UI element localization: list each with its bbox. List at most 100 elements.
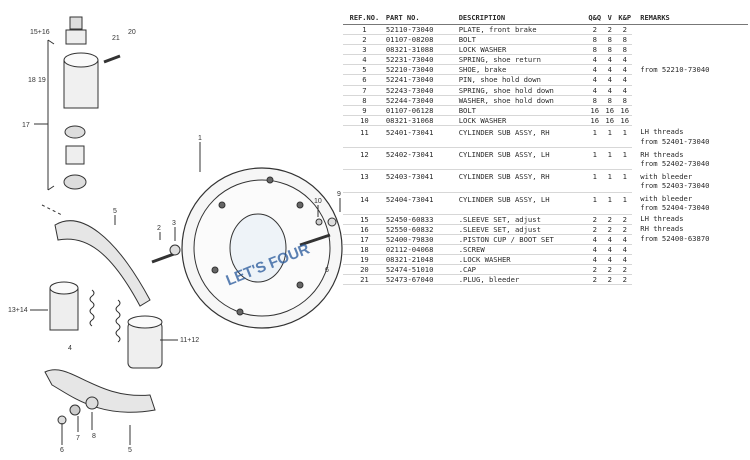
qty-cell: 4 [587, 85, 603, 96]
return-spring [89, 289, 95, 327]
v-cell: 16 [602, 105, 618, 116]
qty-cell: 1 [587, 125, 603, 149]
callout-5: 5 [113, 208, 117, 215]
description-cell: CYLINDER SUB ASSY, RH [458, 125, 588, 149]
part-number-cell: 52450-60833 [385, 214, 459, 225]
kp-cell: 4 [617, 74, 633, 86]
kp-cell: 8 [617, 95, 633, 106]
part-number-cell: 52550-60832 [385, 224, 459, 235]
ref-cell: 15 [343, 214, 386, 225]
qty-cell: 4 [587, 254, 603, 266]
remark-line: from 52403-73040 [640, 180, 710, 190]
callout-8: 8 [92, 433, 96, 440]
qty-cell: 1 [587, 169, 603, 193]
kp-cell: 1 [617, 147, 633, 171]
description-cell: .CAP [458, 264, 588, 276]
ref-cell: 13 [343, 169, 386, 193]
qty-cell: 4 [587, 74, 603, 86]
ref-cell: 6 [343, 74, 386, 86]
remark-line: RH threads [640, 224, 684, 234]
description-cell: .PISTON CUP / BOOT SET [458, 234, 588, 245]
remark-line: with bleeder [640, 194, 693, 203]
ref-cell: 3 [343, 44, 386, 56]
part-number-cell: 52400-79830 [385, 234, 459, 245]
v-cell: 4 [602, 85, 618, 96]
callout-2: 2 [157, 225, 161, 232]
exploded-parts-diagram: 15+16 21 20 18 19 17 1 5 2 3 10 9 6 13+1… [0, 0, 350, 460]
ref-cell: 7 [343, 85, 386, 96]
v-cell: 1 [602, 147, 618, 171]
qty-cell: 8 [587, 95, 603, 106]
ref-cell: 21 [343, 274, 386, 286]
part-number-cell: 01107-08208 [385, 34, 459, 46]
remarks-cell: from 52210-73040 [632, 65, 748, 75]
callout-15-16: 15+16 [30, 29, 50, 36]
ref-cell: 5 [343, 64, 386, 76]
qty-cell: 8 [587, 34, 603, 46]
remark-line: RH threads [640, 149, 684, 159]
v-cell: 2 [602, 224, 618, 235]
remarks-cell [632, 244, 748, 254]
header-part: PART NO. [385, 14, 459, 25]
callout-4: 4 [68, 345, 72, 352]
kp-cell: 16 [617, 105, 633, 116]
kp-cell: 4 [617, 64, 633, 76]
v-cell: 4 [602, 254, 618, 266]
kp-cell: 8 [617, 34, 633, 46]
kp-cell: 16 [617, 115, 633, 126]
part-number-cell: 52401-73041 [385, 125, 459, 149]
callout-7: 7 [76, 435, 80, 442]
callout-18: 18 [28, 77, 36, 84]
v-cell: 8 [602, 95, 618, 106]
remarks-cell: from 52400-63870 [632, 234, 748, 244]
remarks-cell [632, 115, 748, 125]
ref-cell: 18 [343, 244, 386, 256]
part-number-cell: 52241-73040 [385, 74, 459, 86]
qty-cell: 1 [587, 192, 603, 215]
ref-cell: 17 [343, 234, 386, 245]
table-header: REF.NO. PART NO. DESCRIPTION Q&Q V K&P R… [343, 14, 748, 25]
header-description: DESCRIPTION [458, 14, 588, 25]
adjust-sleeve-part [69, 16, 83, 30]
v-cell: 1 [602, 125, 618, 149]
adjust-sleeve-body [65, 29, 87, 45]
v-cell: 16 [602, 115, 618, 126]
part-number-cell: 52231-73040 [385, 54, 459, 66]
parts-list: REF.NO. PART NO. DESCRIPTION Q&Q V K&P R… [343, 14, 748, 286]
qty-cell: 2 [587, 24, 603, 36]
v-cell: 1 [602, 192, 618, 215]
remarks-cell: RH threads [632, 224, 748, 234]
callout-1: 1 [198, 135, 202, 142]
description-cell: WASHER, shoe hold down [458, 95, 588, 106]
wheel-cylinder-middle [127, 321, 163, 369]
ref-cell: 14 [343, 192, 386, 215]
kp-cell: 4 [617, 85, 633, 96]
ref-cell: 2 [343, 34, 386, 46]
description-cell: CYLINDER SUB ASSY, RH [458, 169, 588, 193]
ref-cell: 1 [343, 24, 386, 36]
v-cell: 2 [602, 24, 618, 36]
qty-cell: 16 [587, 105, 603, 116]
v-cell: 4 [602, 64, 618, 76]
qty-cell: 4 [587, 64, 603, 76]
part-number-cell: 52473-67040 [385, 274, 459, 286]
v-cell: 2 [602, 274, 618, 286]
remarks-cell [632, 105, 748, 115]
description-cell: .LOCK WASHER [458, 254, 588, 266]
callout-17: 17 [22, 122, 30, 129]
remarks-cell [632, 35, 748, 45]
kp-cell: 1 [617, 192, 633, 215]
description-cell: .SLEEVE SET, adjust [458, 214, 588, 225]
